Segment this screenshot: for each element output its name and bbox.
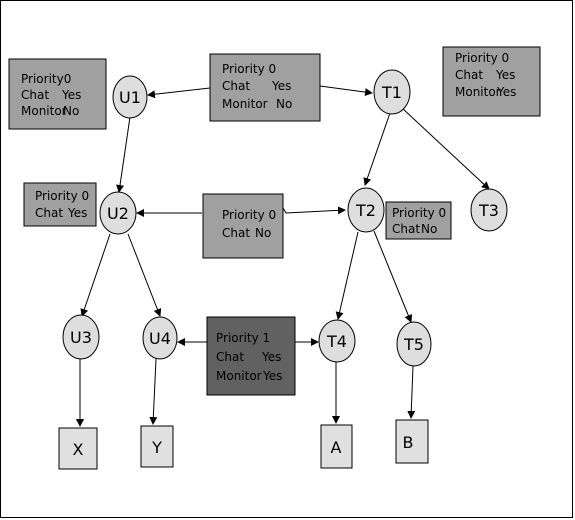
- box-u4-t4-chat-value: Yes: [261, 350, 281, 364]
- edge-u1-u2: [116, 116, 131, 193]
- box-u2-chat-value: Yes: [67, 206, 87, 220]
- edge-t1-t3: [401, 107, 490, 190]
- node-t4: T4: [318, 319, 356, 363]
- box-u4-t4-link-bg: [206, 316, 296, 396]
- node-u4-label: U4: [149, 329, 171, 348]
- edge-t1-t2: [363, 112, 391, 186]
- edge-t5-b: [407, 365, 416, 419]
- node-u1-shape: [112, 75, 148, 119]
- leaf-b: B: [395, 419, 429, 464]
- box-u1-monitor-value: No: [63, 104, 79, 118]
- box-t1-chat-value: Yes: [495, 68, 515, 82]
- box-u4-t4-monitor-label: Monitor: [216, 369, 262, 383]
- box-t1-monitor-label: Monitor: [455, 85, 501, 99]
- box-t2-chat-value: No: [421, 222, 437, 236]
- box-u1-attributes-bg: [8, 58, 107, 130]
- box-u2-chat-label: Chat: [35, 206, 63, 220]
- box-u4-t4-monitor-value: Yes: [262, 369, 282, 383]
- node-t3: T3: [470, 188, 508, 232]
- node-u1-label: U1: [119, 88, 141, 107]
- box-t1-attributes: Priority 0 Chat Yes Monitor Yes: [442, 46, 541, 117]
- box-u4-t4-link: Priority 1 Chat Yes Monitor Yes: [206, 316, 296, 396]
- box-t1-monitor-value: Yes: [496, 85, 516, 99]
- box-u1-t1-link-bg: [209, 53, 321, 122]
- node-u3-label: U3: [70, 328, 92, 347]
- box-u2-t2-link-bg: [202, 193, 284, 259]
- node-u4: U4: [142, 316, 178, 360]
- box-t2-attributes: Priority 0 Chat No: [385, 201, 452, 240]
- leaf-y-shape: [140, 425, 174, 468]
- node-t2-label: T2: [355, 201, 376, 220]
- node-u3: U3: [62, 314, 100, 360]
- box-u2-priority: Priority 0: [35, 189, 89, 203]
- node-t4-label: T4: [326, 332, 347, 351]
- node-u1: U1: [112, 75, 148, 119]
- leaf-y: Y: [140, 425, 174, 468]
- leaf-x: X: [58, 427, 98, 470]
- box-u2-t2-link: Priority 0 Chat No: [202, 193, 284, 259]
- edge-link-to-u1: [147, 87, 211, 99]
- node-t5: T5: [396, 321, 432, 367]
- node-u4-shape: [142, 316, 178, 360]
- box-t2-priority: Priority 0: [392, 206, 446, 220]
- box-t1-chat-label: Chat: [455, 68, 483, 82]
- box-u1-chat-label: Chat: [21, 88, 49, 102]
- node-t1-label: T1: [381, 83, 402, 102]
- node-t3-label: T3: [478, 201, 499, 220]
- leaf-b-label: B: [403, 433, 414, 452]
- box-u1-priority: Priority0: [21, 72, 71, 86]
- node-t5-shape: [396, 321, 432, 367]
- box-u1-t1-chat-value: Yes: [271, 79, 291, 93]
- edge-t2-t5: [373, 230, 413, 323]
- box-u1-t1-priority: Priority 0: [222, 62, 276, 76]
- leaf-a-shape: [320, 424, 353, 469]
- box-t2-attributes-bg: [385, 201, 452, 240]
- node-u2-label: U2: [107, 204, 129, 223]
- box-u1-monitor-label: Monitor: [21, 104, 67, 118]
- box-u4-t4-priority: Priority 1: [216, 331, 270, 345]
- edge-link-to-t2: [282, 206, 346, 215]
- box-t1-attributes-bg: [442, 46, 541, 117]
- node-u2: U2: [99, 191, 137, 235]
- edge-u2-u3: [80, 233, 111, 317]
- leaf-x-shape: [58, 427, 98, 470]
- box-u2-attributes-bg: [23, 182, 97, 227]
- leaf-a: A: [320, 424, 353, 469]
- node-t1-shape: [373, 69, 411, 115]
- node-u3-shape: [62, 314, 100, 360]
- box-u2-t2-chat-label: Chat: [222, 226, 250, 240]
- edge-u2-u4: [127, 233, 162, 317]
- box-u1-t1-link: Priority 0 Chat Yes Monitor No: [209, 53, 321, 122]
- box-u1-t1-monitor-value: No: [276, 97, 292, 111]
- node-t5-label: T5: [403, 335, 424, 354]
- leaf-x-label: X: [73, 440, 84, 459]
- box-u1-t1-chat-label: Chat: [222, 79, 250, 93]
- node-u2-shape: [99, 191, 137, 235]
- box-t2-chat-label: Chat: [392, 222, 420, 236]
- box-u2-attributes: Priority 0 Chat Yes: [23, 182, 97, 227]
- leaf-y-label: Y: [151, 438, 162, 457]
- leaf-b-shape: [395, 419, 429, 464]
- edge-link-to-t1: [319, 85, 373, 97]
- box-u2-t2-priority: Priority 0: [222, 208, 276, 222]
- node-t2-shape: [347, 187, 385, 233]
- node-t4-shape: [318, 319, 356, 363]
- node-t2: T2: [347, 187, 385, 233]
- edge-u4-y: [149, 358, 158, 425]
- box-u1-chat-value: Yes: [61, 88, 81, 102]
- box-u4-t4-chat-label: Chat: [216, 350, 244, 364]
- box-u1-t1-monitor-label: Monitor: [222, 97, 268, 111]
- leaf-a-label: A: [331, 438, 342, 457]
- box-u1-attributes: Priority0 Chat Yes Monitor No: [8, 58, 107, 130]
- node-t3-shape: [470, 188, 508, 232]
- box-u2-t2-chat-value: No: [255, 226, 271, 240]
- edge-t2-t4: [335, 231, 359, 320]
- node-t1: T1: [373, 69, 411, 115]
- box-t1-priority: Priority 0: [455, 51, 509, 65]
